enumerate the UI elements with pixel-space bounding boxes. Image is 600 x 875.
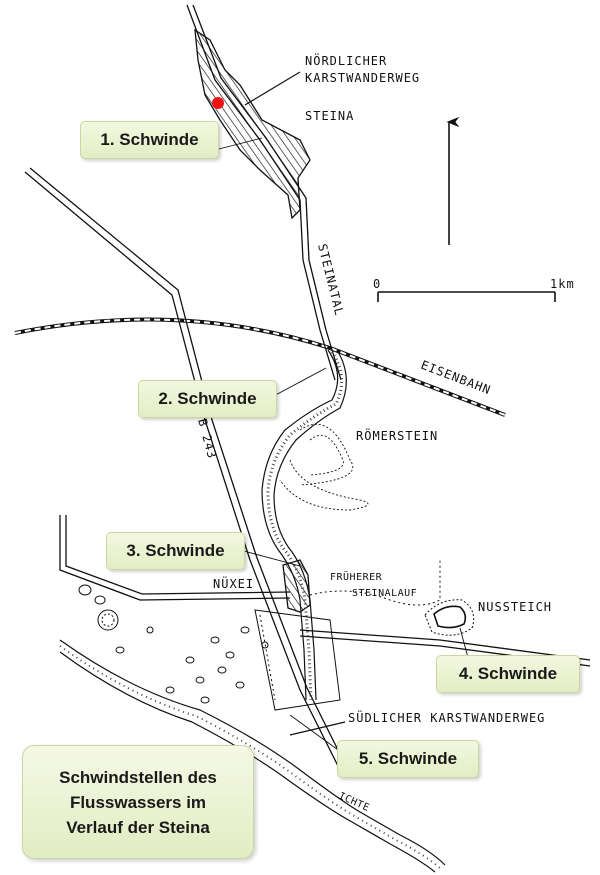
railway-line <box>14 317 506 417</box>
red-marker <box>212 97 224 109</box>
callout-schwinde-3: 3. Schwinde <box>106 532 245 570</box>
ichte-river <box>59 639 446 873</box>
label-south-trail: SÜDLICHER KARSTWANDERWEG <box>348 709 545 725</box>
floodplain <box>78 584 341 711</box>
road-b243 <box>24 167 348 771</box>
legend-box: Schwindstellen des Flusswassers im Verla… <box>22 745 254 859</box>
label-eisenbahn: EISENBAHN <box>419 358 493 398</box>
label-north-trail-1: NÖRDLICHER <box>305 52 387 68</box>
label-frueherer-2: STEINALAUF <box>352 588 417 599</box>
label-ichte: ICHTE <box>337 791 371 814</box>
label-steina: STEINA <box>305 109 354 123</box>
legend-line-2: Flusswassers im <box>69 792 207 812</box>
callout-schwinde-5: 5. Schwinde <box>337 740 479 778</box>
south-trail <box>289 721 346 736</box>
nussteich-pond <box>424 599 475 636</box>
scale-bar: 0 1km <box>373 277 575 302</box>
legend-line-1: Schwindstellen des <box>59 767 217 787</box>
steina-settlement <box>194 28 311 220</box>
label-north-trail-2: KARSTWANDERWEG <box>305 71 420 85</box>
label-nuexei: NÜXEI <box>213 575 254 591</box>
road-west <box>59 515 291 601</box>
former-river-course <box>309 560 441 606</box>
scale-one-label: 1km <box>550 277 575 291</box>
callout-schwinde-2: 2. Schwinde <box>138 380 277 418</box>
label-frueherer-1: FRÜHERER <box>330 570 383 583</box>
callout-schwinde-4: 4. Schwinde <box>436 655 580 693</box>
callout-schwinde-1: 1. Schwinde <box>80 121 219 159</box>
roemerstein-contours <box>279 423 369 511</box>
label-b243: B 243 <box>195 417 219 460</box>
north-trail <box>244 71 301 106</box>
label-nussteich: NUSSTEICH <box>478 600 552 614</box>
steina-river <box>261 349 347 701</box>
label-roemerstein: RÖMERSTEIN <box>356 427 438 443</box>
legend-line-3: Verlauf der Steina <box>66 817 210 837</box>
scale-zero-label: 0 <box>373 277 381 291</box>
callout-leaders <box>214 137 471 756</box>
